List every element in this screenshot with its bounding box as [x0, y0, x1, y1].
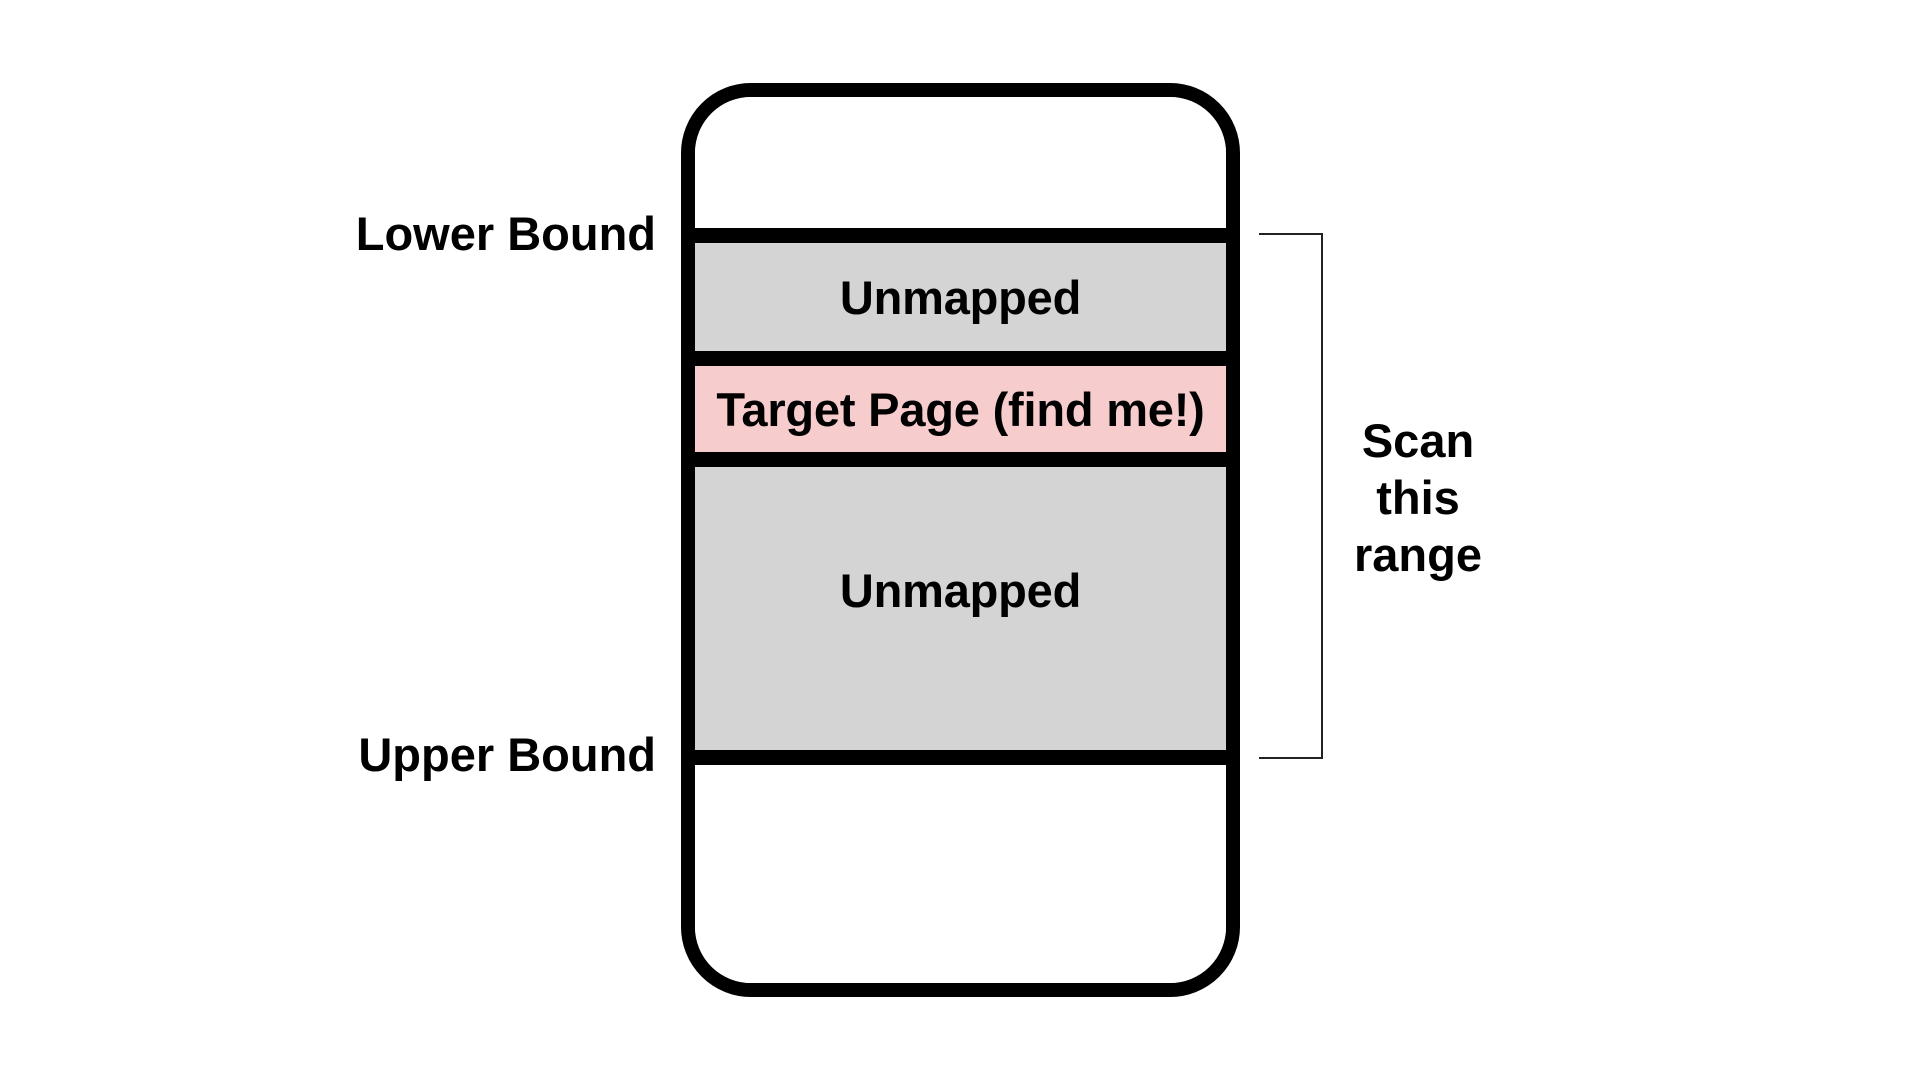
divider-line	[695, 351, 1226, 366]
lower-bound-label: Lower Bound	[355, 207, 656, 260]
lower-bound-line	[695, 228, 1226, 243]
address-space-box: Unmapped Target Page (find me!) Unmapped	[681, 83, 1240, 997]
region-target-page[interactable]: Target Page (find me!)	[695, 366, 1226, 452]
region-label: Unmapped	[839, 270, 1082, 324]
scan-label-line: Scan	[1361, 414, 1475, 467]
region-unmapped-bottom: Unmapped	[695, 467, 1226, 750]
region-above-lower-bound	[695, 97, 1226, 228]
bracket-top	[1259, 233, 1323, 235]
bracket-spine	[1321, 233, 1323, 759]
region-below-upper-bound	[695, 765, 1226, 983]
scan-range-label: Scan this range	[1338, 412, 1498, 583]
upper-bound-label: Upper Bound	[358, 728, 656, 781]
upper-bound-line	[695, 750, 1226, 765]
region-unmapped-top: Unmapped	[695, 243, 1226, 351]
region-label: Target Page (find me!)	[716, 382, 1205, 436]
divider-line	[695, 452, 1226, 467]
scan-label-line: range	[1354, 528, 1482, 581]
bracket-bottom	[1259, 757, 1323, 759]
region-label: Unmapped	[839, 564, 1082, 617]
scan-label-line: this	[1376, 471, 1460, 524]
